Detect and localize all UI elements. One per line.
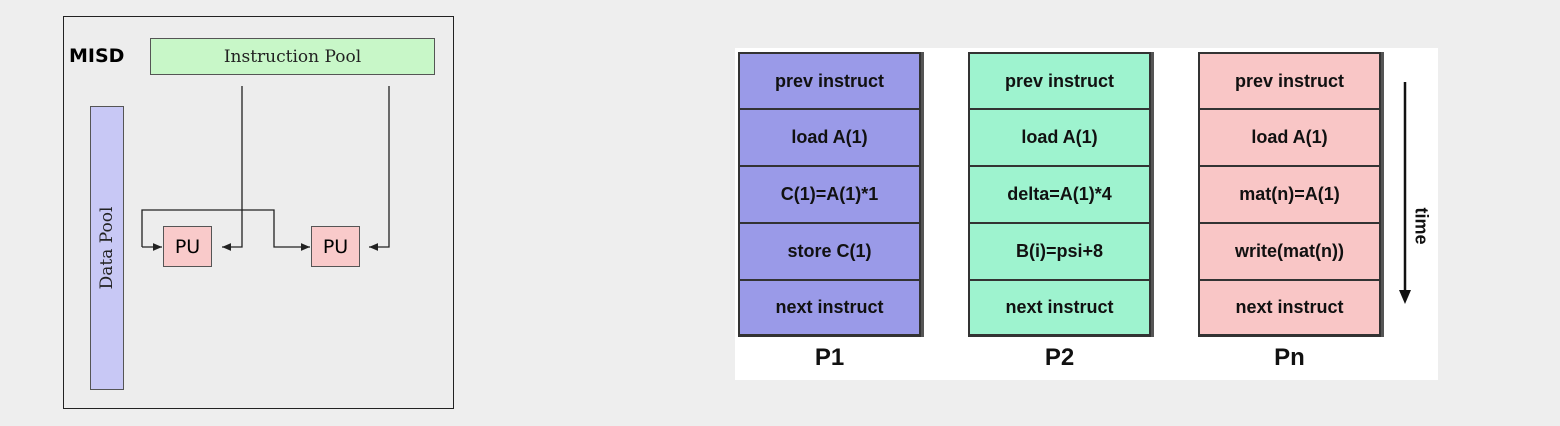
data-pool-label: Data Pool: [97, 206, 117, 290]
instruction-cell: prev instruct: [1198, 52, 1381, 109]
processing-unit-2: PU: [311, 226, 360, 267]
instruction-cell: delta=A(1)*4: [968, 166, 1151, 223]
processor-column-p2: prev instruct load A(1) delta=A(1)*4 B(i…: [968, 52, 1151, 337]
processor-column-pn: prev instruct load A(1) mat(n)=A(1) writ…: [1198, 52, 1381, 337]
instruction-cell: B(i)=psi+8: [968, 223, 1151, 280]
instruction-cell: store C(1): [738, 223, 921, 280]
misd-title: MISD: [69, 45, 125, 67]
instruction-cell: prev instruct: [968, 52, 1151, 109]
data-pool: Data Pool: [90, 106, 124, 390]
processing-unit-1: PU: [163, 226, 212, 267]
time-label: time: [1411, 207, 1432, 245]
instruction-cell: load A(1): [1198, 109, 1381, 166]
instruction-cell: next instruct: [738, 280, 921, 337]
processor-label-pn: Pn: [1274, 344, 1305, 371]
misd-diagram: MISD Instruction Pool Data Pool PU PU: [63, 16, 454, 409]
instruction-streams: prev instruct load A(1) C(1)=A(1)*1 stor…: [735, 48, 1438, 380]
instruction-pool: Instruction Pool: [150, 38, 435, 75]
time-arrow-icon: [1399, 82, 1411, 304]
instruction-cell: next instruct: [1198, 280, 1381, 337]
processor-label-p1: P1: [814, 344, 845, 371]
instruction-cell: prev instruct: [738, 52, 921, 109]
processor-label-p2: P2: [1044, 344, 1075, 371]
processor-column-p1: prev instruct load A(1) C(1)=A(1)*1 stor…: [738, 52, 921, 337]
instruction-cell: mat(n)=A(1): [1198, 166, 1381, 223]
connection-arrows: [141, 86, 390, 251]
instruction-cell: next instruct: [968, 280, 1151, 337]
instruction-cell: write(mat(n)): [1198, 223, 1381, 280]
instruction-cell: load A(1): [738, 109, 921, 166]
instruction-cell: C(1)=A(1)*1: [738, 166, 921, 223]
instruction-cell: load A(1): [968, 109, 1151, 166]
